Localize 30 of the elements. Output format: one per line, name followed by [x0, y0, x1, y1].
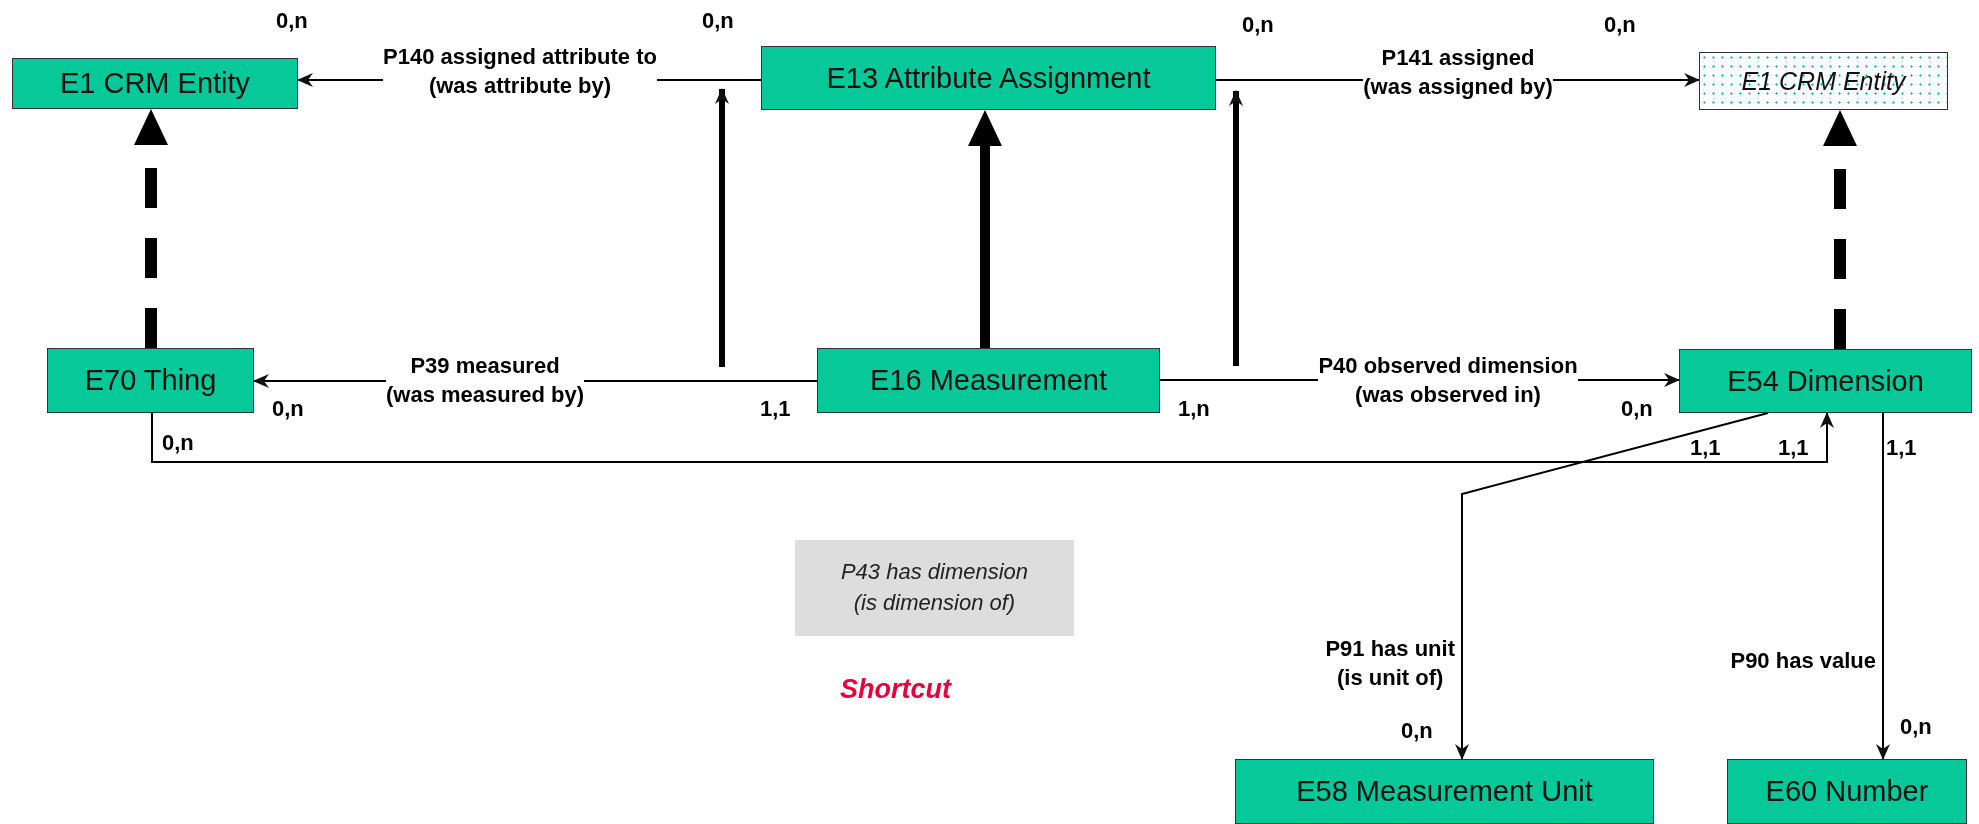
cardinality-label: 0,n	[1604, 14, 1636, 36]
cardinality-label: 1,1	[1778, 437, 1809, 459]
entity-box: E1 CRM Entity	[1699, 52, 1948, 110]
entity-box: E16 Measurement	[817, 348, 1160, 413]
property-box: P43 has dimension (is dimension of)	[795, 540, 1074, 636]
dashed-arrow	[1823, 110, 1857, 349]
cardinality-label: 0,n	[1621, 398, 1653, 420]
entity-box: E1 CRM Entity	[12, 58, 298, 109]
cardinality-label: 0,n	[1401, 720, 1433, 742]
cardinality-label: 0,n	[272, 398, 304, 420]
arrow	[151, 412, 1834, 463]
arrow	[1455, 412, 1769, 760]
cardinality-label: 1,1	[1690, 437, 1721, 459]
entity-box: E54 Dimension	[1679, 349, 1972, 413]
dashed-arrow	[134, 109, 168, 348]
arrow	[1876, 412, 1890, 760]
cardinality-label: 0,n	[276, 10, 308, 32]
arrow	[968, 110, 1002, 348]
entity-box: E60 Number	[1727, 759, 1967, 824]
cardinality-label: 0,n	[1900, 716, 1932, 738]
entity-box: E13 Attribute Assignment	[761, 46, 1216, 110]
cardinality-label: 1,1	[760, 398, 791, 420]
note-text: Shortcut	[840, 676, 951, 703]
entity-box: E70 Thing	[47, 348, 254, 413]
cardinality-label: 1,1	[1886, 437, 1917, 459]
cardinality-label: 1,n	[1178, 398, 1210, 420]
cardinality-label: 0,n	[1242, 14, 1274, 36]
entity-box: E58 Measurement Unit	[1235, 759, 1654, 824]
cardinality-label: 0,n	[702, 10, 734, 32]
cardinality-label: 0,n	[162, 432, 194, 454]
